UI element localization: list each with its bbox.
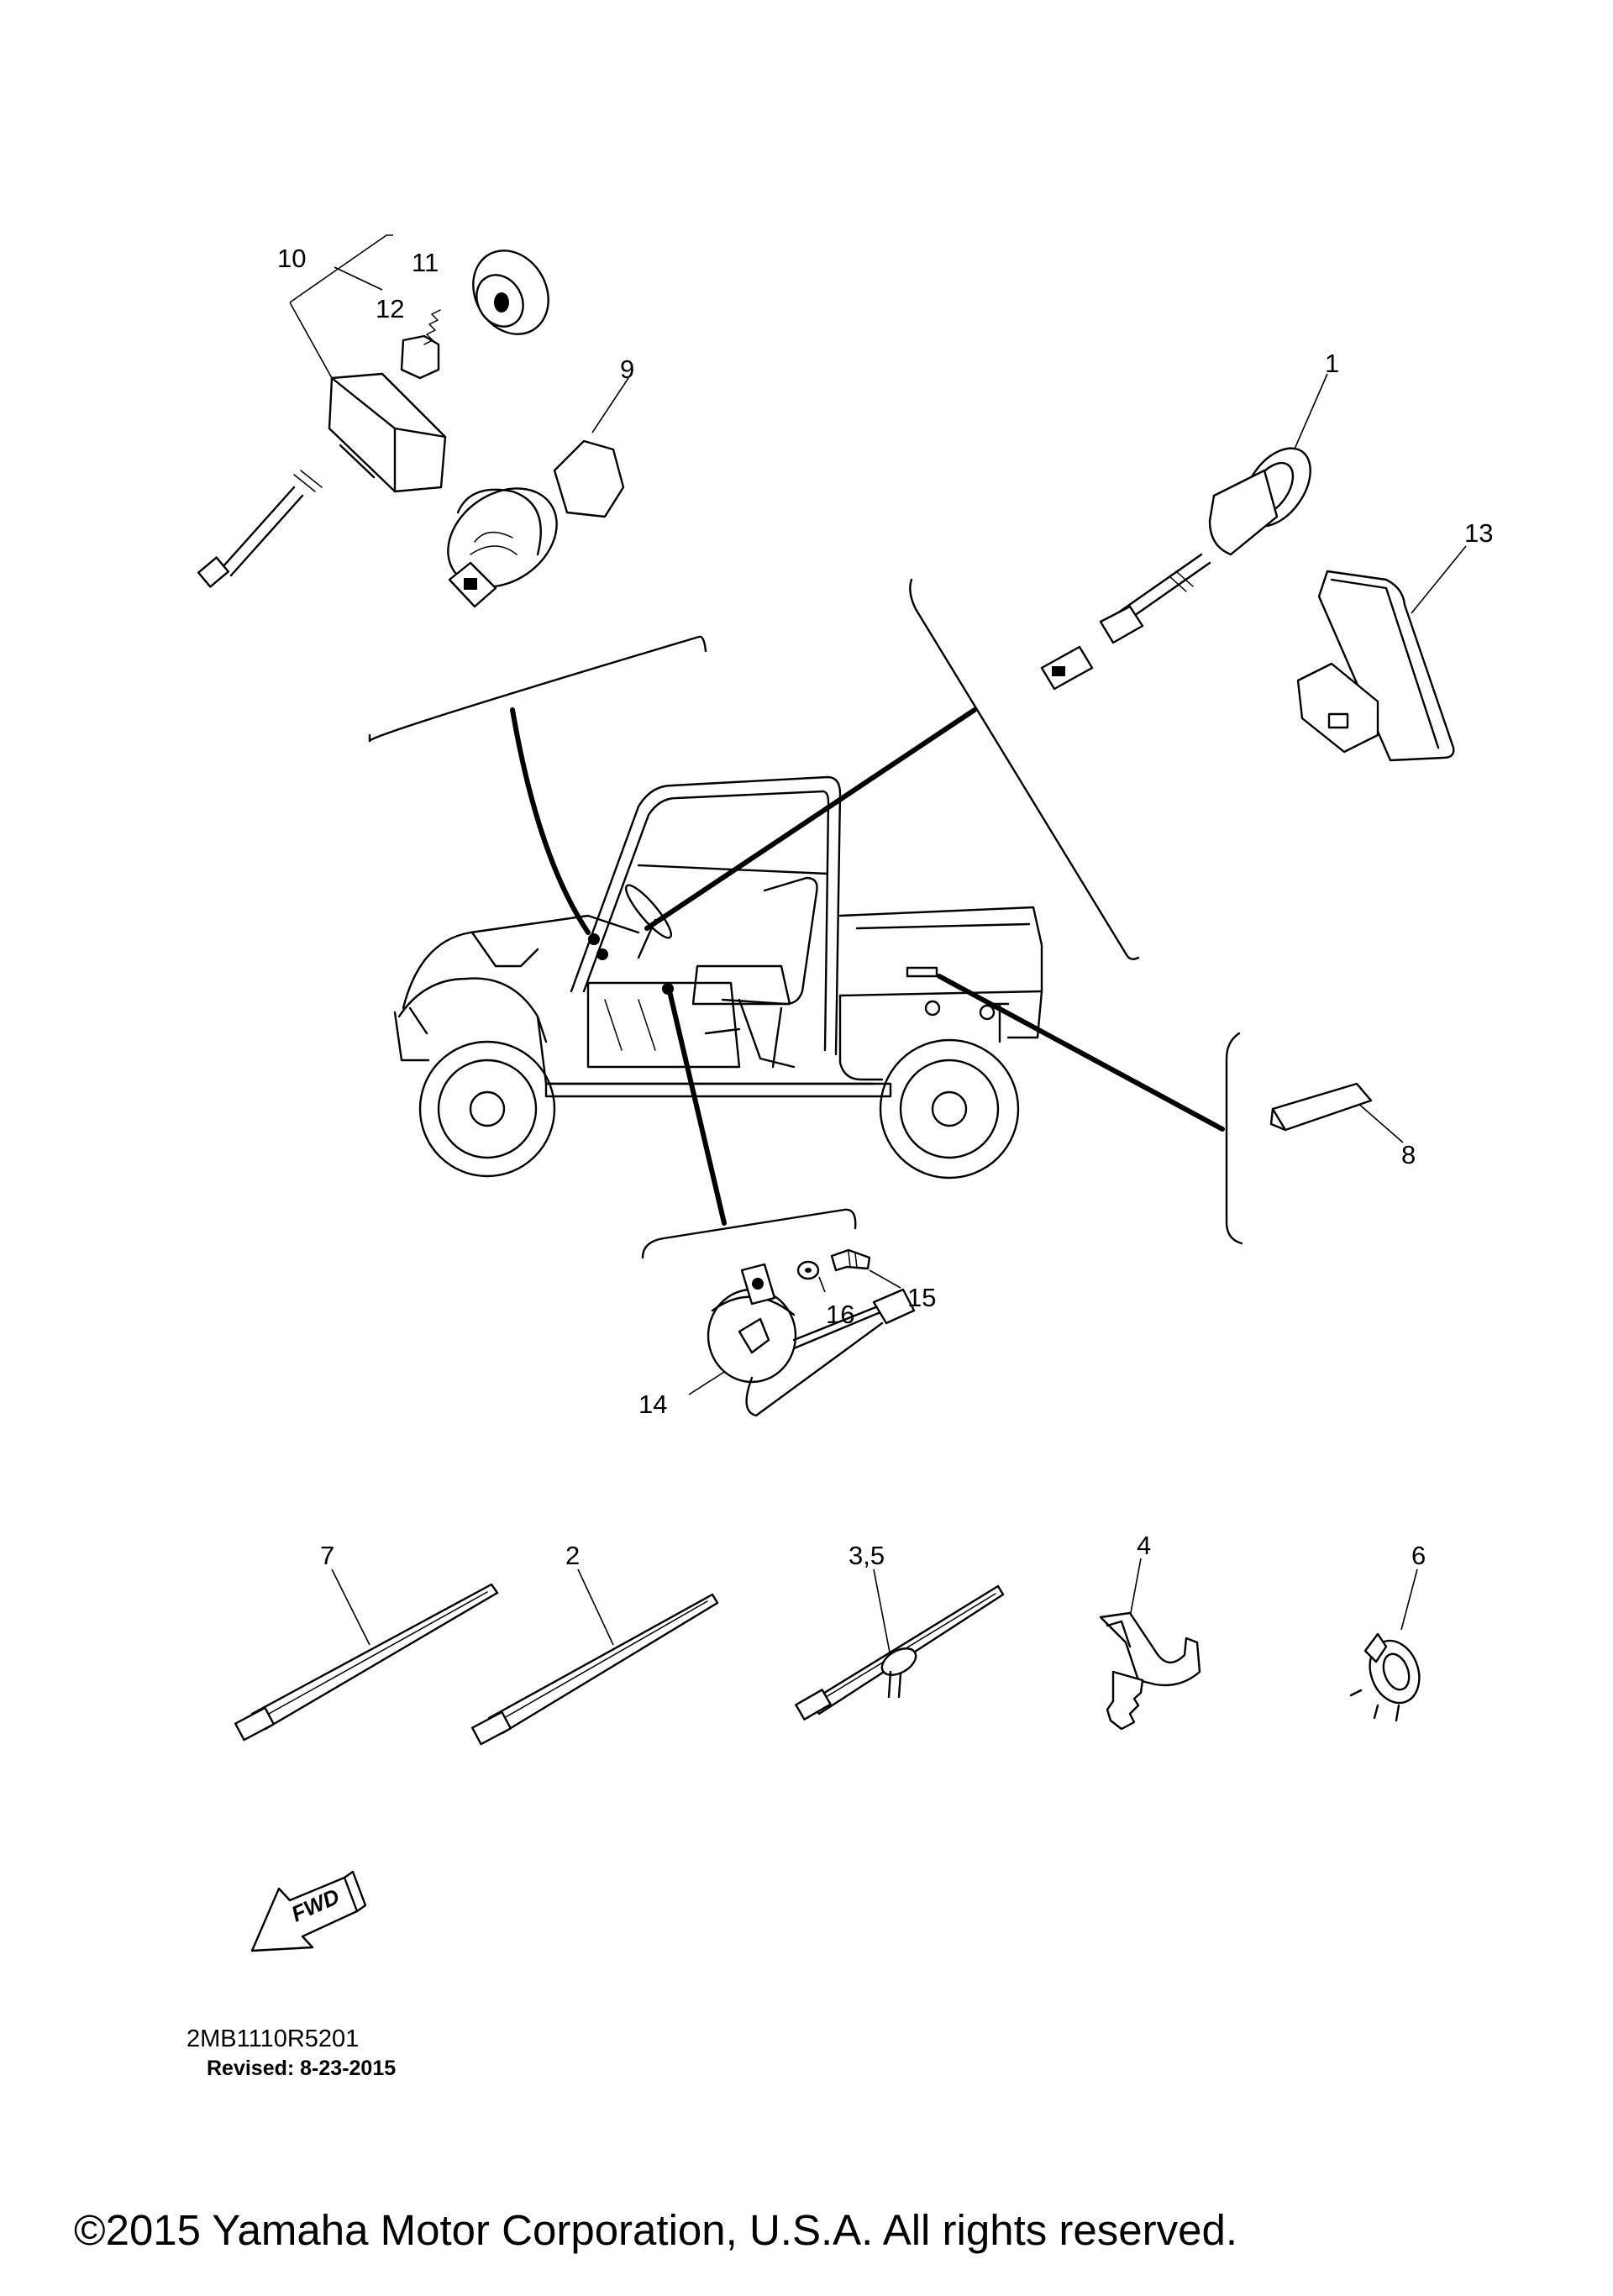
callout-10: 10 xyxy=(277,244,306,273)
fwd-arrow-icon: FWD xyxy=(250,1870,367,1952)
callout-labels: 10 11 12 9 1 13 8 16 15 14 7 2 3,5 4 6 xyxy=(277,244,1493,1570)
clamp-tie-part-3-5 xyxy=(795,1568,1005,1721)
callout-3-5: 3,5 xyxy=(849,1541,885,1570)
bolt-part-15 xyxy=(830,1248,901,1289)
switch-part-9 xyxy=(447,377,629,608)
callout-13: 13 xyxy=(1464,518,1493,548)
bracket-lines xyxy=(368,578,1243,1259)
revision-date: Revised: 8-23-2015 xyxy=(207,2057,396,2080)
callout-15: 15 xyxy=(907,1283,936,1312)
callout-4: 4 xyxy=(1137,1531,1151,1560)
callout-2: 2 xyxy=(565,1541,580,1570)
pad-part-8 xyxy=(1269,1082,1404,1143)
clamp-part-6 xyxy=(1349,1568,1421,1722)
callout-7: 7 xyxy=(320,1541,334,1570)
socket-part-1 xyxy=(1040,373,1328,691)
connector-part-13 xyxy=(1296,545,1467,762)
knob-part-11 xyxy=(472,250,549,335)
callout-16: 16 xyxy=(826,1300,854,1329)
callout-11: 11 xyxy=(412,248,439,277)
washer-part-16 xyxy=(796,1260,826,1293)
switch-assembly-part-10 xyxy=(197,234,447,588)
cable-tie-part-7 xyxy=(234,1568,499,1742)
clamp-part-4 xyxy=(1099,1558,1201,1731)
callout-14: 14 xyxy=(638,1390,667,1419)
callout-6: 6 xyxy=(1411,1541,1426,1570)
callout-8: 8 xyxy=(1401,1140,1416,1169)
vehicle-illustration xyxy=(393,775,1043,1180)
copyright-notice: ©2015 Yamaha Motor Corporation, U.S.A. A… xyxy=(74,2206,1237,2254)
diagram-code: 2MB1110R5201 xyxy=(187,2025,359,2052)
spring-part-12 xyxy=(423,309,441,345)
callout-12: 12 xyxy=(376,294,404,323)
callout-9: 9 xyxy=(620,355,634,384)
cable-tie-part-2 xyxy=(470,1568,719,1746)
horn-part-14 xyxy=(688,1263,916,1417)
callout-1: 1 xyxy=(1325,349,1339,378)
